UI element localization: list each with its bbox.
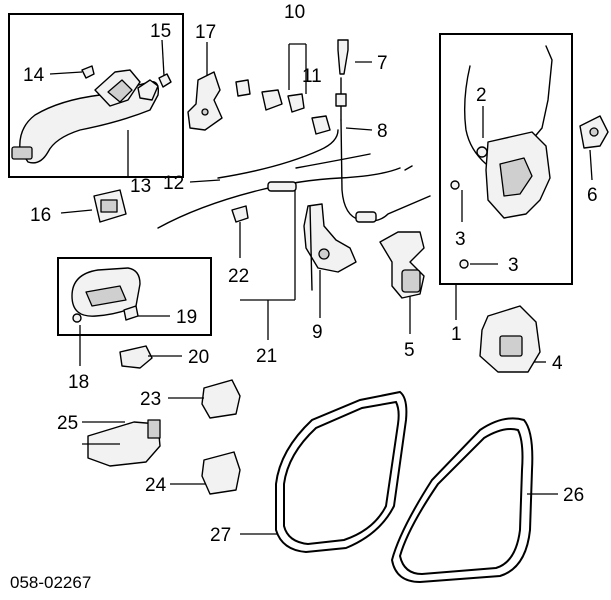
body-weatherstrip-part [390, 417, 534, 584]
callout-14: 14 [23, 65, 45, 86]
callout-5: 5 [404, 340, 415, 361]
callout-16: 16 [30, 205, 51, 226]
door-lock-part [485, 131, 551, 219]
lower-hinge-part [201, 451, 241, 495]
callout-6: 6 [587, 185, 598, 206]
clip-part [158, 73, 172, 88]
callout-17: 17 [195, 22, 216, 43]
callout-23: 23 [140, 389, 161, 410]
striker-part [579, 115, 609, 149]
callout-4: 4 [552, 353, 563, 374]
callout-19: 19 [176, 307, 197, 328]
callout-8: 8 [377, 121, 388, 142]
protector-part [93, 189, 127, 223]
lock-motor-part [479, 305, 541, 373]
callout-9: 9 [312, 322, 323, 343]
callout-13: 13 [130, 176, 151, 197]
callout-26: 26 [563, 485, 584, 506]
bolt-part [81, 65, 95, 79]
lock-cylinder-part [335, 39, 349, 121]
callout-18: 18 [68, 372, 89, 393]
inside-handle-part [71, 267, 141, 323]
callout-27: 27 [210, 525, 231, 546]
callout-24: 24 [145, 475, 167, 496]
callout-3-upper: 3 [455, 229, 466, 250]
rod-clip-part [235, 79, 331, 135]
callout-3-lower: 3 [508, 255, 519, 276]
cable-clip-part [231, 205, 249, 223]
callout-10: 10 [284, 2, 305, 23]
door-checker-part [87, 419, 161, 467]
callout-2: 2 [476, 85, 487, 106]
callout-15: 15 [150, 21, 171, 42]
door-weatherstrip-part [275, 390, 408, 554]
callout-25: 25 [57, 413, 78, 434]
callout-12: 12 [163, 173, 184, 194]
door-lock-group-box [439, 33, 573, 285]
callout-22: 22 [228, 266, 249, 287]
outside-handle-part [11, 69, 160, 164]
lock-grommet-part [450, 146, 488, 269]
cap-part [119, 345, 153, 369]
inner-handle-cable-part [217, 129, 371, 179]
inner-bracket-part [303, 203, 357, 291]
callout-21: 21 [256, 346, 277, 367]
remote-cable-part [157, 165, 413, 229]
callout-1: 1 [451, 324, 462, 345]
bracket-part [187, 71, 223, 131]
callout-7: 7 [377, 53, 388, 74]
inner-handle-group-box [57, 257, 212, 336]
callout-11: 11 [302, 66, 322, 87]
diagram-code: 058-02267 [10, 573, 91, 592]
actuator-part [379, 231, 425, 299]
lock-cable-part [340, 119, 431, 223]
upper-hinge-part [201, 379, 241, 419]
leader-lines [49, 39, 593, 535]
callout-20: 20 [188, 347, 209, 368]
outer-handle-group-box [8, 13, 184, 178]
